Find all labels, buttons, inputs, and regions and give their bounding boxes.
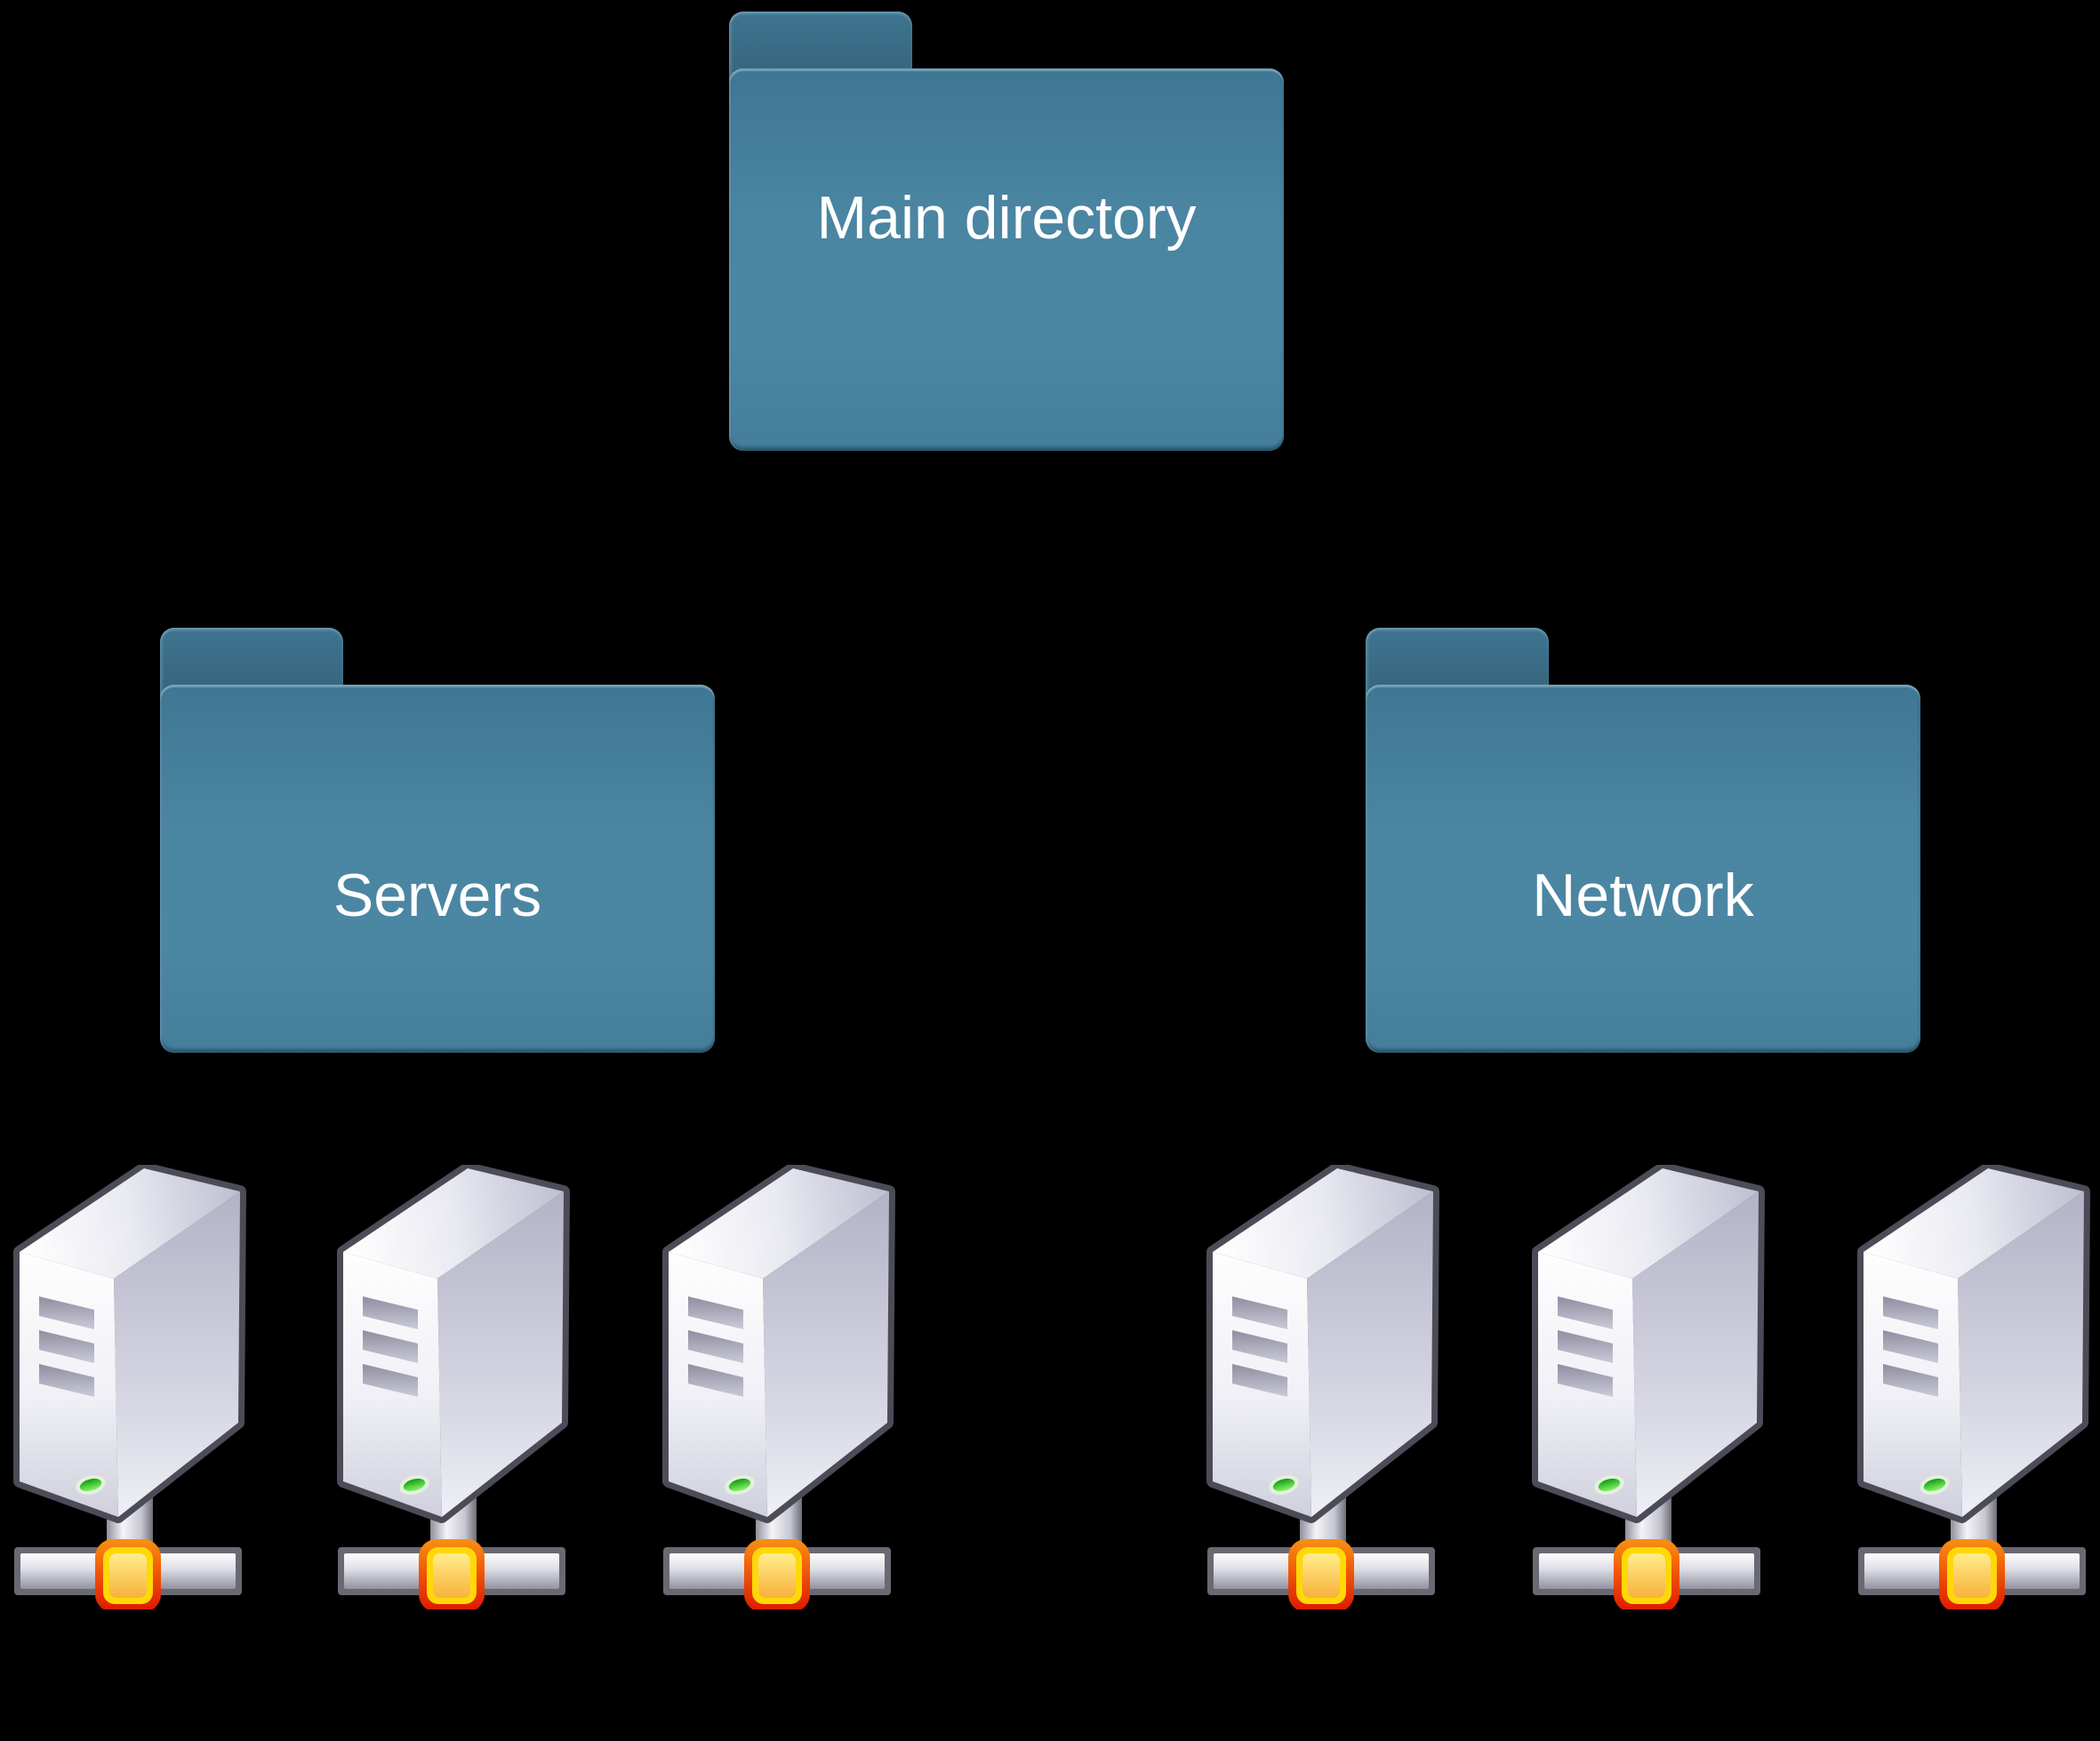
- servers-computer-icon-3: [651, 1165, 900, 1609]
- folder-servers: Servers: [160, 628, 715, 1060]
- folder-label-network: Network: [1532, 862, 1754, 929]
- folder-main-directory: Main directory: [729, 12, 1284, 452]
- folder-icon: [729, 68, 1284, 451]
- servers-computer-icon-1: [2, 1165, 251, 1609]
- folder-label-servers: Servers: [333, 862, 542, 929]
- folder-network: Network: [1366, 628, 1920, 1060]
- network-computer-icon-2: [1520, 1165, 1769, 1609]
- folder-icon: [1366, 685, 1920, 1053]
- folder-icon: [160, 685, 715, 1053]
- network-computer-icon-3: [1846, 1165, 2095, 1609]
- servers-computer-icon-2: [325, 1165, 574, 1609]
- folder-label-main-directory: Main directory: [816, 184, 1197, 252]
- network-computer-icon-1: [1195, 1165, 1444, 1609]
